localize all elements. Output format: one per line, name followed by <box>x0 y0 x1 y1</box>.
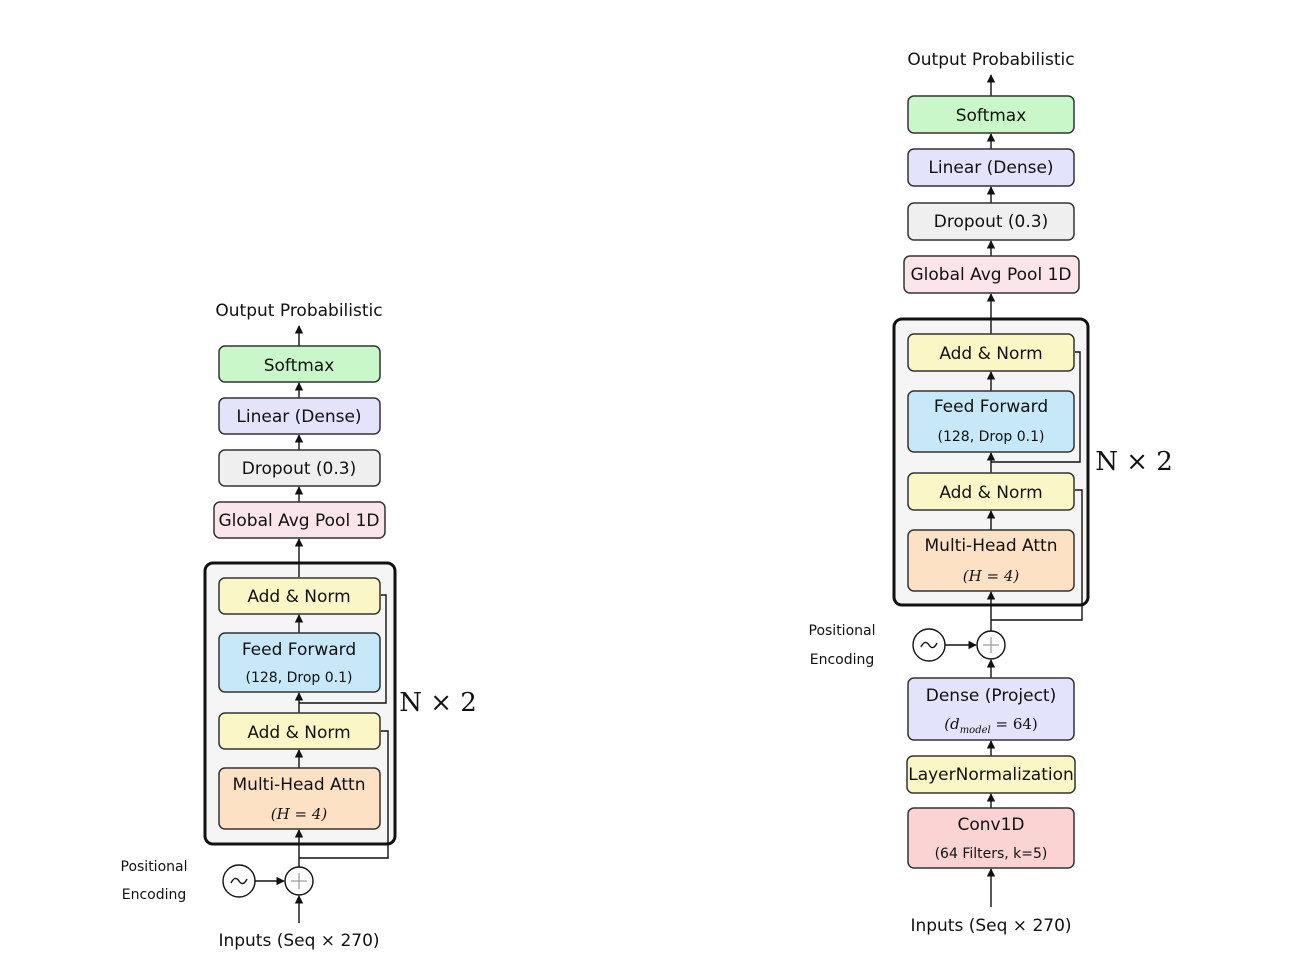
right-inputs-label: Inputs (Seq × 270) <box>910 916 1071 936</box>
right-conv-box <box>907 807 1075 869</box>
left-pos-label-1: Positional <box>121 859 188 875</box>
left-pos-label-2: Encoding <box>122 887 187 903</box>
right-ff-box <box>907 390 1075 453</box>
left-addnorm-top-box <box>218 577 381 615</box>
right-softmax-label: Softmax <box>956 106 1027 126</box>
left-diagram: Output Probabilistic Softmax Linear (Den… <box>121 301 477 951</box>
left-nx-label: N × 2 <box>399 688 477 718</box>
right-pos-label-2: Encoding <box>810 652 875 668</box>
right-conv-sub: (64 Filters, k=5) <box>935 846 1048 862</box>
right-mha-title: Multi-Head Attn <box>925 536 1058 556</box>
right-softmax-box <box>907 95 1075 134</box>
right-conv-title: Conv1D <box>957 815 1024 835</box>
right-gap-label: Global Avg Pool 1D <box>910 265 1071 285</box>
right-mha-sub: (H = 4) <box>963 567 1020 585</box>
left-addnorm-top-label: Add & Norm <box>247 587 350 607</box>
right-nx-label: N × 2 <box>1095 447 1173 477</box>
right-ff-title: Feed Forward <box>934 397 1048 417</box>
right-diagram: Output Probabilistic Softmax Linear (Den… <box>809 50 1173 936</box>
right-linear-box <box>907 148 1075 187</box>
left-residual-mha <box>299 730 389 859</box>
left-addnorm-bottom-box <box>218 712 381 750</box>
left-dropout-box <box>218 449 381 487</box>
right-addnorm-top-label: Add & Norm <box>939 344 1042 364</box>
right-dense-box <box>907 677 1075 741</box>
left-gap-label: Global Avg Pool 1D <box>218 511 379 531</box>
right-dense-sub: (dmodel = 64) <box>944 715 1038 736</box>
left-linear-box <box>218 397 381 435</box>
left-output-label: Output Probabilistic <box>215 301 382 321</box>
left-dropout-label: Dropout (0.3) <box>242 459 356 479</box>
left-mha-box <box>218 767 381 830</box>
left-mha-title: Multi-Head Attn <box>233 775 366 795</box>
right-layernorm-box <box>906 755 1076 794</box>
right-output-label: Output Probabilistic <box>907 50 1074 70</box>
right-gap-box <box>903 255 1080 294</box>
left-residual-ff <box>299 594 387 704</box>
left-softmax-box <box>218 345 381 383</box>
right-ff-sub: (128, Drop 0.1) <box>938 429 1045 445</box>
right-layernorm-label: LayerNormalization <box>908 765 1074 785</box>
right-dropout-label: Dropout (0.3) <box>934 212 1048 232</box>
right-dropout-box <box>907 202 1075 241</box>
right-residual-mha <box>991 489 1083 621</box>
left-softmax-label: Softmax <box>264 356 335 376</box>
left-mha-sub: (H = 4) <box>271 805 328 823</box>
right-addnorm-bottom-box <box>907 472 1075 511</box>
left-inputs-label: Inputs (Seq × 270) <box>218 931 379 951</box>
left-ff-title: Feed Forward <box>242 640 356 660</box>
right-addnorm-top-box <box>907 333 1075 372</box>
left-gap-box <box>213 501 386 539</box>
left-addnorm-bottom-label: Add & Norm <box>247 723 350 743</box>
right-pos-label-1: Positional <box>809 623 876 639</box>
right-residual-ff <box>991 351 1081 463</box>
right-addnorm-bottom-label: Add & Norm <box>939 483 1042 503</box>
right-mha-box <box>907 529 1075 592</box>
left-ff-box <box>218 632 381 693</box>
left-linear-label: Linear (Dense) <box>236 407 361 427</box>
right-linear-label: Linear (Dense) <box>928 158 1053 178</box>
left-ff-sub: (128, Drop 0.1) <box>246 670 353 686</box>
right-dense-title: Dense (Project) <box>926 686 1056 706</box>
